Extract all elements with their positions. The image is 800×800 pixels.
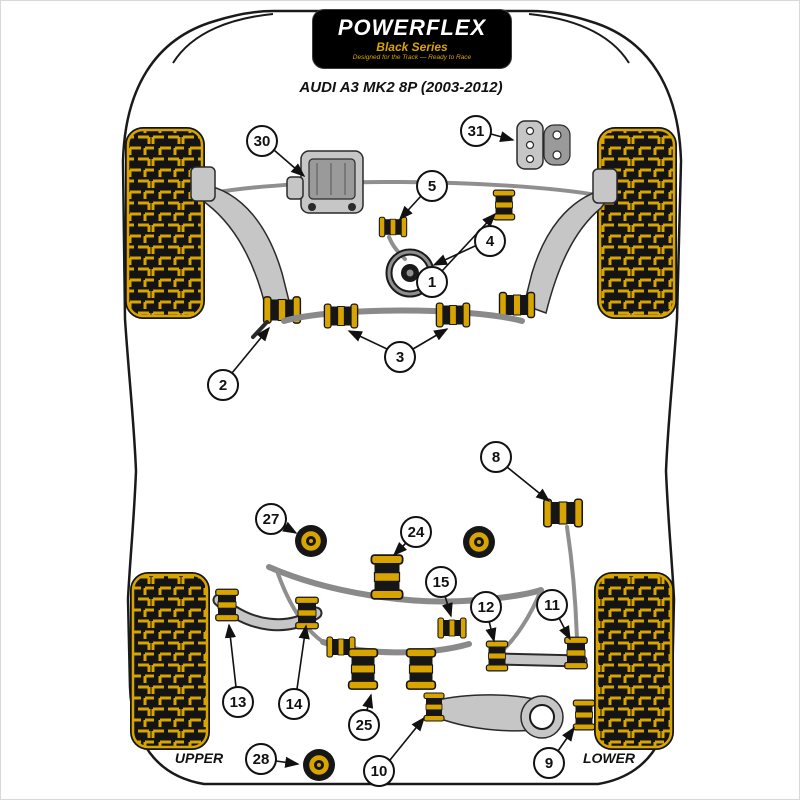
engine-mount-part (286, 150, 364, 214)
tire-front-right (597, 127, 677, 319)
series-name: Black Series (376, 39, 448, 54)
callout-4-number: 4 (486, 233, 495, 250)
front-suspension (190, 120, 618, 339)
callout-13-number: 13 (230, 694, 247, 711)
rear-drop-link (565, 525, 579, 643)
front-right-control-arm (523, 188, 610, 314)
callout-25: 25 (348, 693, 380, 741)
callout-31: 31 (460, 115, 515, 147)
callout-28: 28 (245, 743, 300, 775)
callout-25-number: 25 (356, 717, 373, 734)
callout-3: 3 (347, 328, 449, 373)
powerflex-logo: POWERFLEX Black Series Designed for the … (312, 9, 512, 69)
tire-front-left (125, 127, 205, 319)
rear-pair-bushing-left (347, 648, 379, 690)
callout-14-number: 14 (286, 696, 303, 713)
callout-12-number: 12 (478, 599, 495, 616)
rear-lower-arm-outer-bushing (572, 699, 596, 731)
callout-5-number: 5 (428, 178, 436, 195)
front-right-front-bushing (492, 189, 516, 221)
callout-13: 13 (222, 623, 254, 718)
rear-toe-link-bushing-outer (564, 636, 588, 670)
callout-24: 24 (392, 516, 432, 557)
bonnet-trim-lines (172, 13, 630, 64)
callout-14: 14 (278, 624, 310, 720)
rear-big-bushing (370, 554, 404, 600)
callout-2: 2 (207, 326, 271, 401)
callout-27: 27 (255, 503, 298, 535)
callout-3-number: 3 (396, 349, 404, 366)
torque-arm-small-bushing (378, 216, 408, 238)
rear-left-arm-bushing-inner (295, 596, 319, 630)
rear-upper-link-bushing (542, 498, 584, 528)
callout-8: 8 (480, 441, 551, 503)
upper-label: UPPER (175, 750, 224, 766)
callout-9: 9 (533, 726, 575, 779)
callouts: 30 31 5 4 1 2 (207, 115, 575, 787)
callout-11-number: 11 (544, 597, 560, 614)
callout-15-number: 15 (433, 574, 450, 591)
callout-27-number: 27 (263, 511, 280, 528)
tire-rear-left (130, 572, 210, 750)
callout-8-number: 8 (492, 449, 500, 466)
rear-subframe-front-bushing-left (294, 524, 328, 558)
brand-tagline: Designed for the Track — Ready to Race (352, 53, 472, 61)
rear-subframe-swoop (266, 564, 544, 605)
torque-arm-link (387, 235, 407, 261)
front-crossmember (211, 179, 599, 197)
callout-11: 11 (536, 589, 571, 641)
callout-31-number: 31 (468, 123, 485, 140)
rear-pair-bushing-right (405, 648, 437, 690)
rear-arb-bushing-right (437, 617, 467, 639)
callout-2-number: 2 (219, 377, 227, 394)
rear-left-arm-bushing-outer (215, 588, 239, 622)
callout-28-number: 28 (253, 751, 270, 768)
rear-toe-link-bushing-inner (485, 640, 509, 672)
front-left-hub-bracket (190, 166, 216, 202)
rear-subframe-front-bushing-right (462, 525, 496, 559)
front-right-hub-bracket (592, 168, 618, 204)
callout-12: 12 (470, 591, 502, 643)
front-arb-bushing-left (323, 303, 359, 329)
mount-bracket-part (516, 120, 571, 170)
front-right-rear-bushing (498, 291, 536, 319)
callout-1: 1 (416, 212, 497, 298)
rear-lower-arm-front-bushing (423, 692, 445, 722)
callout-15: 15 (425, 566, 457, 618)
callout-4: 4 (432, 225, 506, 266)
tire-rear-right (594, 572, 674, 750)
brand-name: POWERFLEX (337, 14, 487, 40)
rear-lower-arm (423, 692, 596, 739)
callout-5: 5 (398, 170, 448, 221)
callout-30: 30 (246, 125, 306, 178)
lower-label: LOWER (583, 750, 636, 766)
rear-suspension (212, 498, 596, 782)
callout-30-number: 30 (254, 133, 271, 150)
rear-subframe-rear-bushing (302, 748, 336, 782)
callout-9-number: 9 (545, 755, 553, 772)
callout-1-number: 1 (428, 274, 436, 291)
callout-10: 10 (363, 716, 426, 787)
front-arb-bushing-right (435, 302, 471, 328)
callout-10-number: 10 (371, 763, 388, 780)
front-anti-roll-bar (281, 307, 525, 324)
model-title: AUDI A3 MK2 8P (2003-2012) (299, 79, 503, 96)
callout-24-number: 24 (408, 524, 425, 541)
